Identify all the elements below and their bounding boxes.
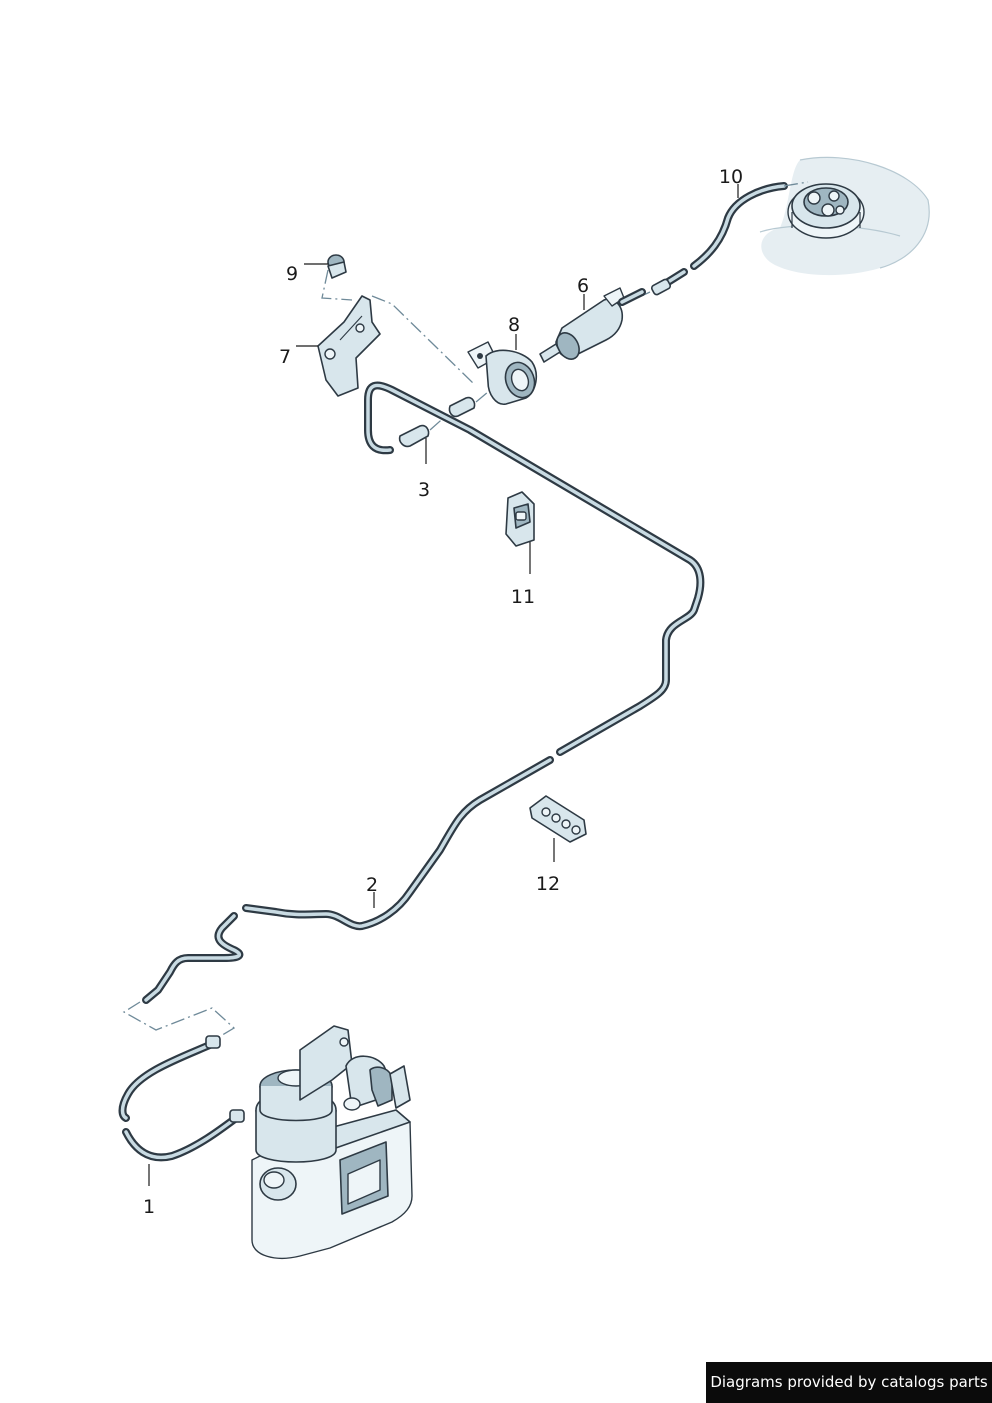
clamp-8 xyxy=(467,341,538,405)
callout-10: 10 xyxy=(719,166,743,198)
callout-11: 11 xyxy=(511,542,535,608)
callout-2: 2 xyxy=(366,874,378,908)
callout-6: 6 xyxy=(577,275,589,310)
connector-3 xyxy=(398,391,489,448)
callout-label-3: 3 xyxy=(418,479,430,501)
footer-credit-badge: Diagrams provided by catalogs parts xyxy=(706,1362,992,1403)
bracket-7 xyxy=(317,295,381,397)
callout-label-2: 2 xyxy=(366,874,378,896)
callout-12: 12 xyxy=(536,838,560,895)
fuel-line-2 xyxy=(122,381,705,1041)
hose-1 xyxy=(118,1035,245,1162)
callout-label-10: 10 xyxy=(719,166,743,188)
callout-label-6: 6 xyxy=(577,275,589,297)
callout-3: 3 xyxy=(418,438,430,501)
fuel-tank-sender-unit xyxy=(759,156,930,276)
callout-9: 9 xyxy=(286,263,328,285)
callout-label-11: 11 xyxy=(511,586,535,608)
holder-12 xyxy=(529,795,587,843)
bolt-9 xyxy=(321,254,475,385)
callout-label-12: 12 xyxy=(536,873,560,895)
callout-label-1: 1 xyxy=(143,1196,155,1218)
fuel-filter-assembly xyxy=(251,1025,413,1259)
fuel-pump-6 xyxy=(539,287,646,363)
callout-1: 1 xyxy=(143,1164,155,1218)
callout-7: 7 xyxy=(279,345,318,368)
hose-10 xyxy=(690,181,809,270)
callout-label-7: 7 xyxy=(279,346,291,368)
callout-8: 8 xyxy=(508,314,520,350)
clip-11 xyxy=(505,491,535,547)
callout-label-9: 9 xyxy=(286,263,298,285)
callout-label-8: 8 xyxy=(508,314,520,336)
